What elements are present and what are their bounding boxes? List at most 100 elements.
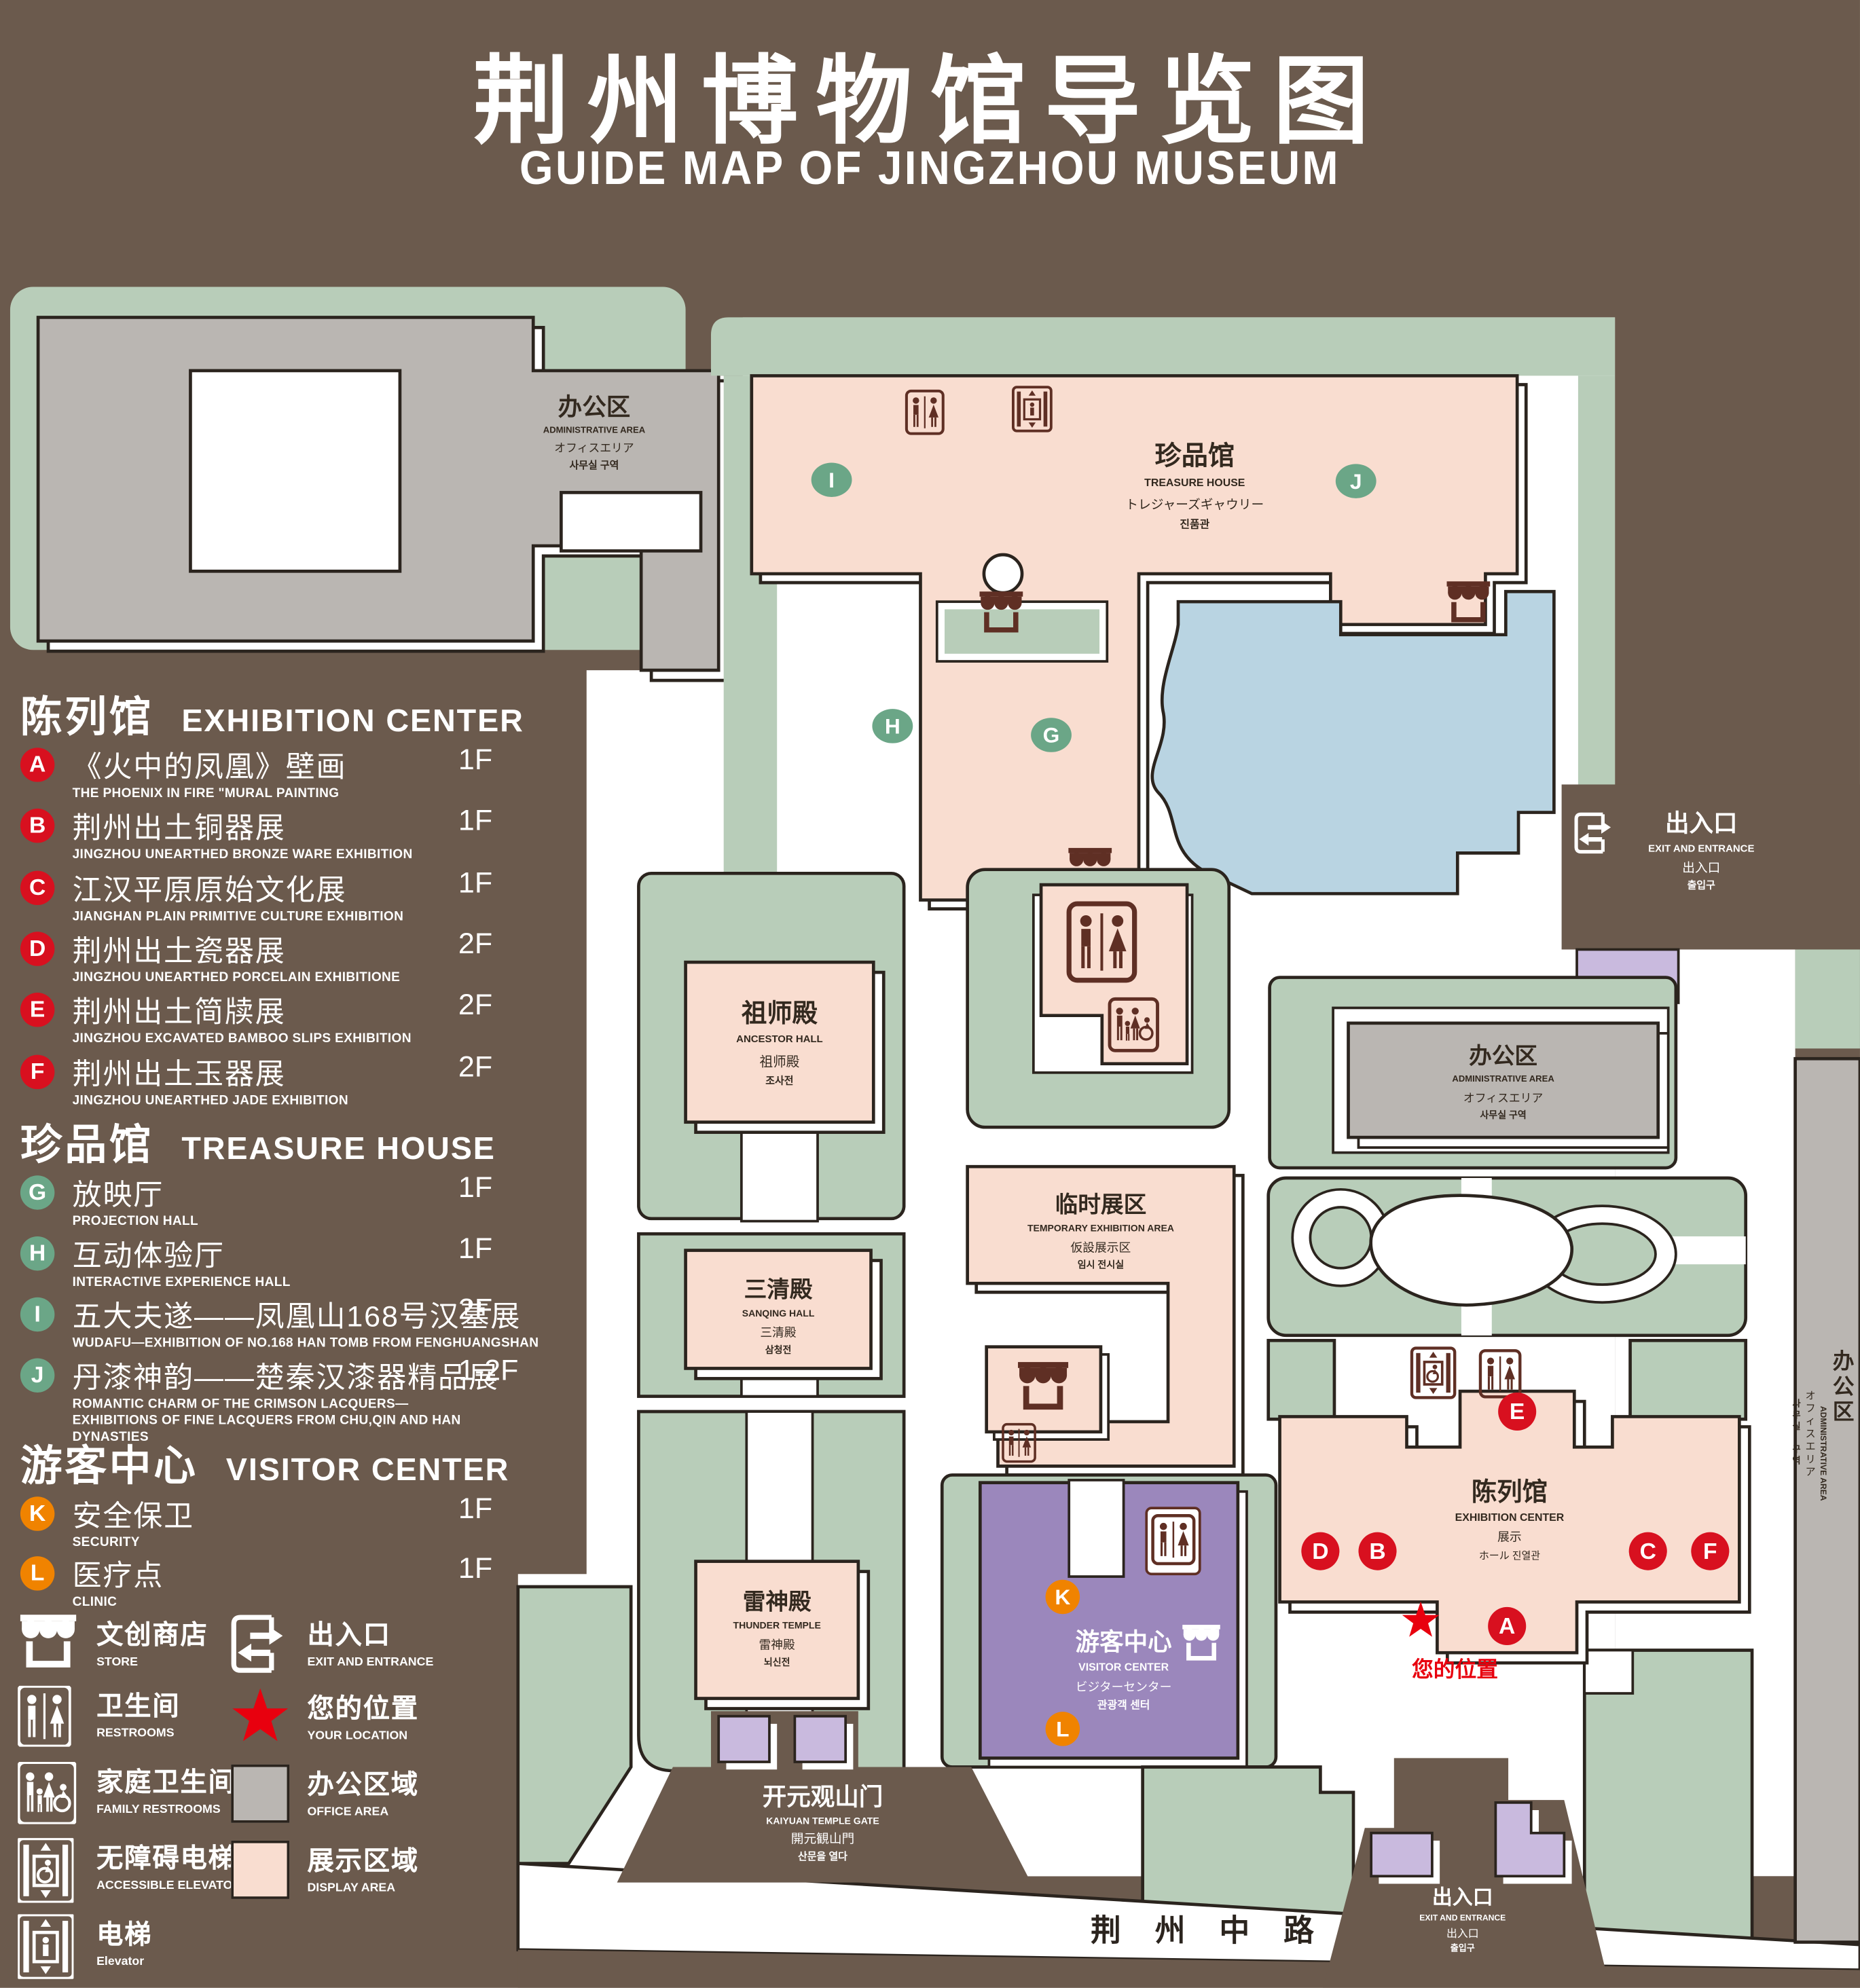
accessible-elevator-icon (1412, 1348, 1455, 1398)
legend-floor: 2F (458, 1050, 493, 1083)
ancestor-label-ja: 祖师殿 (759, 1054, 799, 1069)
legend-floor: 1F (458, 1231, 493, 1265)
legend-label: 医疗点 (72, 1558, 164, 1592)
legend-symbol-en: YOUR LOCATION (307, 1729, 408, 1743)
building-temporary-exhibition: 临时展区 TEMPORARY EXHIBITION AREA 仮設展示区 임시 … (966, 1164, 1245, 1477)
legend-symbol-zh: 文创商店 (96, 1621, 208, 1651)
visitor-label-ja: ビジターセンター (1076, 1680, 1172, 1693)
marker-J: J (1335, 464, 1376, 498)
legend-floor: 1F (458, 742, 493, 776)
badge-H: H (20, 1236, 55, 1270)
legend-label-en: ROMANTIC CHARM OF THE CRIMSON LACQUERS—E… (72, 1397, 461, 1444)
legend-item-C: C 江汉平原原始文化展 JIANGHAN PLAIN PRIMITIVE CUL… (20, 866, 566, 926)
legend-symbol-zh: 卫生间 (96, 1692, 181, 1722)
elevator-icon (1012, 386, 1053, 432)
badge-B: B (20, 808, 55, 843)
lawn-gate-east (1141, 1765, 1355, 1921)
legend-symbol-store: 文创商店 STORE (18, 1615, 208, 1670)
legend-symbol-en: STORE (96, 1655, 138, 1670)
temporary-label-en: TEMPORARY EXHIBITION AREA (1027, 1223, 1174, 1234)
temporary-label-ko: 임시 전시실 (1078, 1259, 1124, 1270)
exit-right-zh: 出入口 (1665, 810, 1738, 837)
marker-K: K (1045, 1579, 1080, 1615)
legend-symbol-en: ACCESSIBLE ELEVATOR (96, 1879, 242, 1893)
restroom-courtyard (966, 868, 1231, 1129)
building-exhibition-center: 陈列馆 EXHIBITION CENTER 展示 ホール 진열관 E A D B… (1266, 1338, 1754, 1945)
badge-C: C (20, 870, 55, 905)
legend-floor: 1F (458, 1491, 493, 1525)
building-visitor-center: K L 游客中心 VISITOR CENTER ビジターセンター 관광객 센터 (940, 1473, 1278, 1769)
building-admin-northwest: 办公区 ADMINISTRATIVE AREA オフィスエリア 사무실 구역 (36, 316, 731, 682)
legend-symbol-en: Elevator (96, 1955, 145, 1969)
legend-label: 五大夫遂——凤凰山168号汉墓展 (72, 1300, 522, 1333)
legend-symbol-en: RESTROOMS (96, 1726, 175, 1741)
location-star-icon (232, 1688, 289, 1742)
ancestor-courtyard: 祖师殿 ANCESTOR HALL 祖师殿 조사전 (637, 871, 906, 1223)
sanqing-label-en: SANQING HALL (742, 1308, 815, 1319)
legend-floor: 2F (458, 926, 493, 960)
legend-section-exhibition: 陈列馆 EXHIBITION CENTER (20, 683, 524, 744)
thunder-label-ko: 뇌신전 (764, 1657, 790, 1668)
exit-bottom-zh: 出入口 (1432, 1886, 1493, 1909)
gate-label-en: KAIYUAN TEMPLE GATE (766, 1816, 879, 1826)
legend-symbol-zh: 展示区域 (307, 1847, 419, 1877)
visitor-label-zh: 游客中心 (1076, 1628, 1172, 1655)
svg-text:B: B (1369, 1539, 1385, 1564)
ancestor-label-en: ANCESTOR HALL (736, 1033, 823, 1045)
admin-strip-ja: オフィスエリア (1806, 1390, 1816, 1477)
legend-floor: 1-2F (458, 1352, 519, 1386)
svg-text:C: C (1640, 1539, 1656, 1564)
pond (1150, 589, 1556, 896)
legend-header-zh: 陈列馆 (20, 693, 154, 740)
thunder-label-zh: 雷神殿 (743, 1589, 812, 1615)
legend-label: 荆州出土瓷器展 (72, 934, 286, 968)
treasure-label-zh: 珍品馆 (1154, 441, 1235, 471)
sanqing-label-ko: 삼청전 (765, 1344, 792, 1355)
legend-label: 荆州出土玉器展 (72, 1057, 286, 1090)
badge-J: J (20, 1357, 55, 1393)
legend-item-J: J 丹漆神韵——楚秦汉漆器精品展 ROMANTIC CHARM OF THE C… (20, 1353, 566, 1446)
legend-label: 安全保卫 (72, 1498, 195, 1532)
page-subtitle: GUIDE MAP OF JINGZHOU MUSEUM (519, 142, 1341, 195)
badge-G: G (20, 1175, 55, 1209)
legend-symbol-zh: 无障碍电梯 (96, 1844, 236, 1874)
visitor-label-en: VISITOR CENTER (1078, 1661, 1169, 1673)
badge-F: F (20, 1054, 55, 1089)
legend-label-en: JINGZHOU UNEARTHED JADE EXHIBITION (72, 1094, 348, 1109)
legend-item-F: F 荆州出土玉器展 JINGZHOU UNEARTHED JADE EXHIBI… (20, 1050, 566, 1110)
legend-label: 丹漆神韵——楚秦汉漆器精品展 (72, 1361, 499, 1394)
badge-D: D (20, 931, 55, 965)
display-area-swatch (231, 1840, 290, 1899)
badge-K: K (20, 1496, 55, 1530)
marker-B: B (1358, 1532, 1397, 1570)
legend-symbol-your-location: 您的位置 YOUR LOCATION (231, 1688, 419, 1743)
legend-floor: 1F (458, 1170, 493, 1204)
exit-right-zh2: 出入口 (1682, 860, 1720, 875)
thunder-label-ja: 雷神殿 (759, 1638, 796, 1652)
legend-label: 《火中的凤凰》壁画 (72, 750, 347, 784)
legend-label: 江汉平原原始文化展 (72, 873, 347, 906)
legend-label-en: PROJECTION HALL (72, 1215, 199, 1229)
road-label: 荆 州 中 路 (1091, 1913, 1327, 1948)
exit-bottom-en: EXIT AND ENTRANCE (1419, 1913, 1506, 1923)
exit-bottom: 出入口 EXIT AND ENTRANCE 出入口 출입구 (1323, 1758, 1610, 1988)
admin-nw-label-ja: オフィスエリア (554, 442, 634, 455)
elevator-icon (18, 1914, 73, 1978)
thunder-label-en: THUNDER TEMPLE (733, 1620, 821, 1631)
badge-E: E (20, 992, 55, 1027)
legend-floor: 1F (458, 1551, 493, 1585)
gate-label-zh: 开元观山门 (763, 1784, 883, 1811)
marker-A: A (1488, 1606, 1527, 1646)
legend-label: 互动体验厅 (72, 1238, 225, 1272)
legend-symbol-zh: 您的位置 (307, 1694, 419, 1724)
legend-header-en: EXHIBITION CENTER (181, 703, 524, 739)
svg-text:H: H (885, 714, 900, 739)
legend-floor: 2F (458, 1292, 493, 1325)
badge-I: I (20, 1296, 55, 1331)
